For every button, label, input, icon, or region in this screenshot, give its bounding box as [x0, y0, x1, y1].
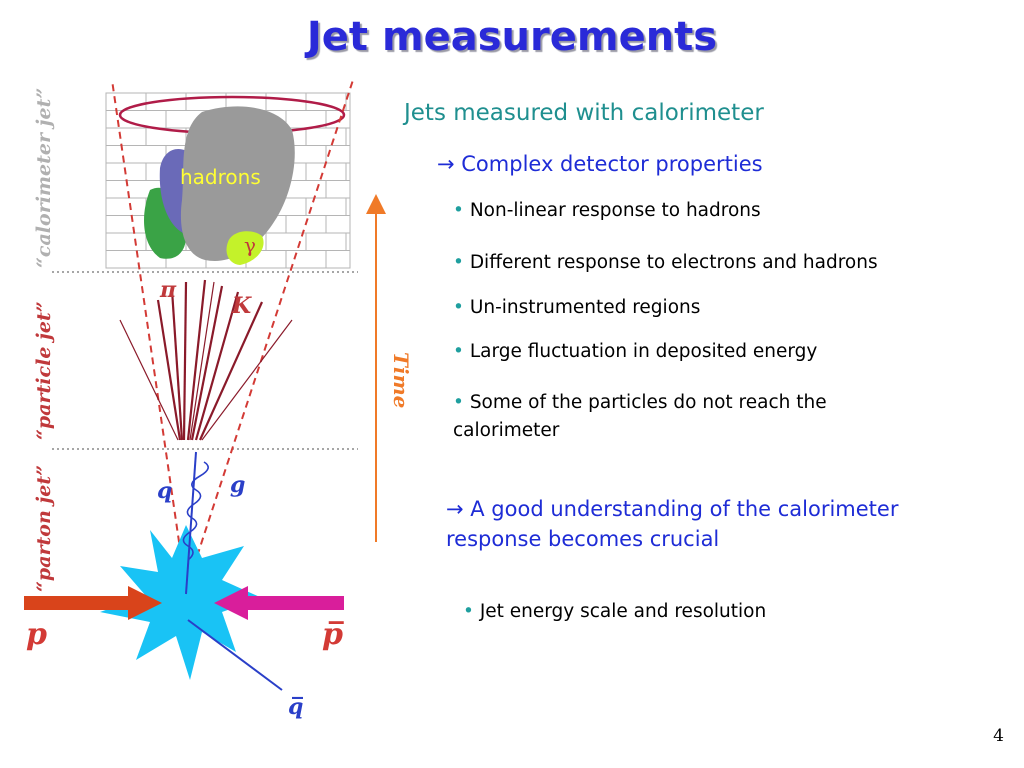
- g-label: g: [230, 472, 245, 498]
- bullet-dot: •: [463, 601, 474, 622]
- quark-line: [185, 451, 197, 595]
- qbar-label: q̅: [288, 694, 303, 720]
- particle-tracks: [119, 279, 293, 441]
- bullet-text: Some of the particles do not reach the c…: [453, 392, 827, 441]
- bullet-item: • Non-linear response to hadrons: [453, 200, 761, 221]
- bullet-dot: •: [453, 392, 464, 413]
- hadrons-deposit: [180, 106, 295, 261]
- bullet-text: Un-instrumented regions: [469, 297, 701, 318]
- parton-jet-label: “parton jet”: [33, 465, 55, 592]
- time-label: Time: [389, 352, 413, 408]
- jet-diagram: hadrons γ π K q g q̅ p p̅ Time “calorime…: [24, 79, 413, 720]
- collision-burst: [100, 525, 262, 680]
- cone-left-line: [111, 79, 187, 591]
- k-label: K: [231, 293, 252, 319]
- antiproton-arrow: [214, 586, 344, 620]
- gamma-deposit: [226, 231, 264, 265]
- gamma-label: γ: [244, 233, 256, 257]
- pbar-label: p̅: [322, 617, 344, 652]
- page-title: Jet measurements: [306, 14, 718, 60]
- bullet-item: • Jet energy scale and resolution: [463, 601, 766, 622]
- bullet-dot: •: [453, 297, 464, 318]
- bullet-dot: •: [453, 252, 464, 273]
- proton-arrow: [24, 586, 162, 620]
- bullet-item: • Large fluctuation in deposited energy: [453, 341, 817, 362]
- bullet-text: Different response to electrons and hadr…: [469, 252, 878, 273]
- page-number: 4: [993, 726, 1004, 746]
- bullet-item: • Some of the particles do not reach the…: [453, 389, 923, 445]
- bullet-dot: •: [453, 341, 464, 362]
- bullet-dot: •: [453, 200, 464, 221]
- hadrons-label: hadrons: [180, 165, 261, 189]
- bullet-item: • Un-instrumented regions: [453, 297, 700, 318]
- bullet-text: Large fluctuation in deposited energy: [469, 341, 818, 362]
- pi-label: π: [159, 277, 177, 303]
- section-heading: Jets measured with calorimeter: [404, 100, 764, 126]
- conclusion-text: → A good understanding of the calorimete…: [446, 497, 899, 551]
- calorimeter-jet-label: “calorimeter jet”: [33, 88, 55, 268]
- q-label: q: [157, 478, 172, 504]
- bullet-item: • Different response to electrons and ha…: [453, 252, 878, 273]
- particle-jet-label: “particle jet”: [33, 301, 55, 440]
- bullet-text: Non-linear response to hadrons: [469, 200, 761, 221]
- antiquark-line: [187, 619, 283, 691]
- cone-right-line: [185, 79, 354, 591]
- bullet-text: Jet energy scale and resolution: [479, 601, 767, 622]
- gluon-line: [182, 461, 209, 561]
- p-label: p: [26, 617, 47, 652]
- subheading: → Complex detector properties: [437, 152, 763, 176]
